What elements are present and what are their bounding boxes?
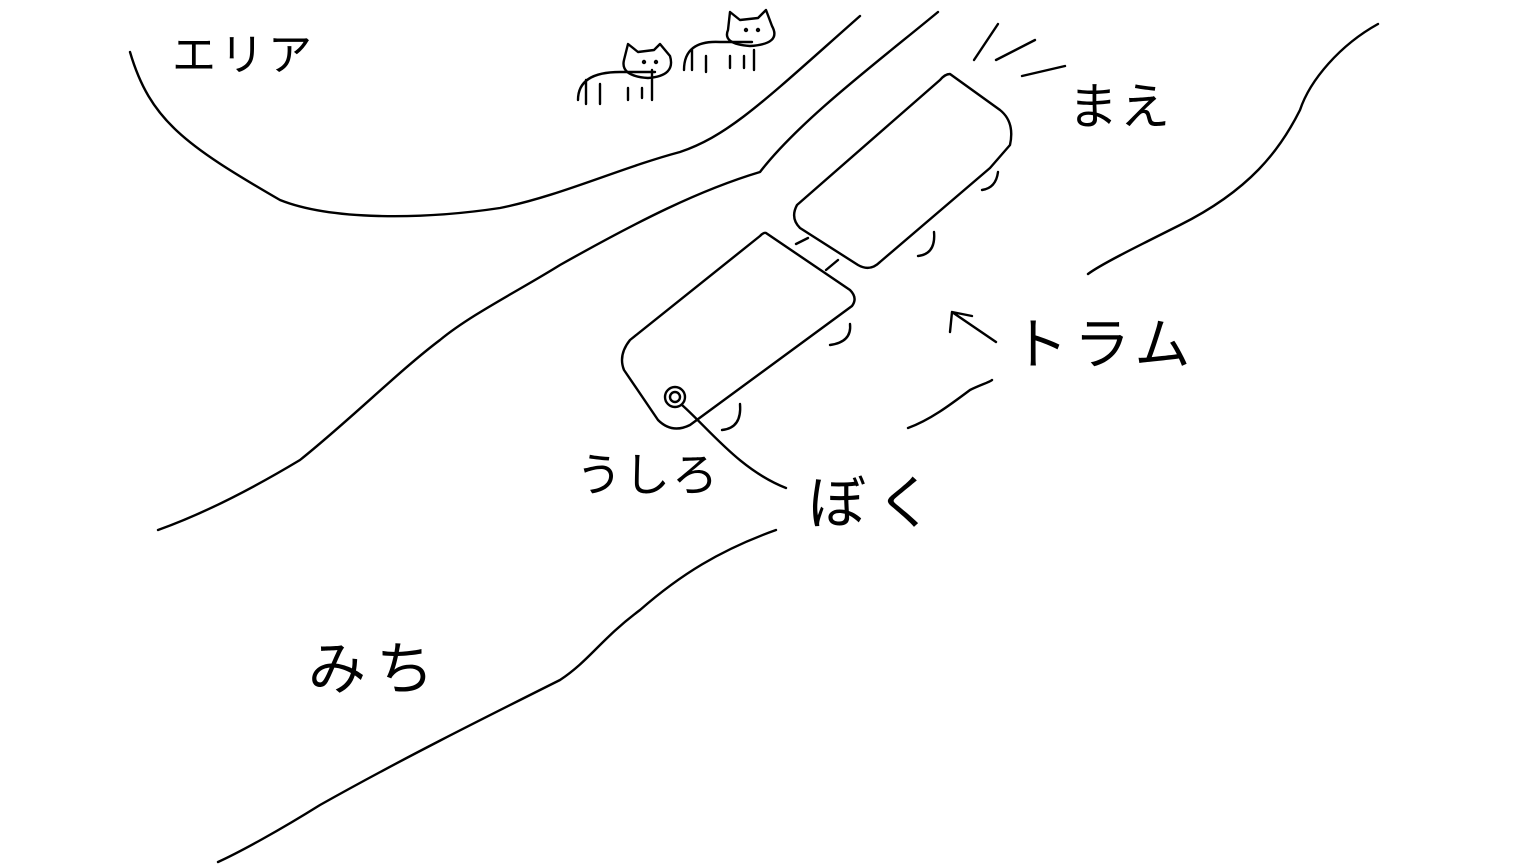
tram-wheel (916, 230, 936, 258)
person-pointer-line (680, 403, 788, 490)
cat-sketch-icon (682, 8, 776, 74)
tram-rear-car (620, 231, 856, 430)
me-label: ぼく (808, 469, 945, 537)
tram-coupling (794, 236, 840, 272)
front-label: まえ (1068, 78, 1172, 136)
area-label: エリア (172, 30, 316, 81)
road-edge-lower (216, 528, 778, 864)
road-edge-right (1086, 22, 1380, 276)
tram-arrow (906, 310, 998, 430)
tram-wheel (828, 322, 852, 347)
tram-label: トラム (1012, 313, 1197, 378)
road-edge-upper (156, 10, 940, 532)
tram-wheel (720, 402, 742, 432)
tram-front-car (792, 72, 1013, 270)
road-label: みち (308, 635, 445, 703)
motion-mark (972, 22, 1000, 62)
person-circle-outer (663, 385, 687, 409)
person-circle-inner (668, 390, 682, 404)
motion-mark (1020, 64, 1067, 78)
tram-wheel (980, 170, 1000, 192)
cat-sketch-icon (576, 42, 673, 106)
motion-mark (994, 38, 1037, 62)
area-boundary (128, 14, 862, 218)
back-label: うしろ (576, 448, 720, 502)
person-marker-icon (663, 385, 687, 409)
